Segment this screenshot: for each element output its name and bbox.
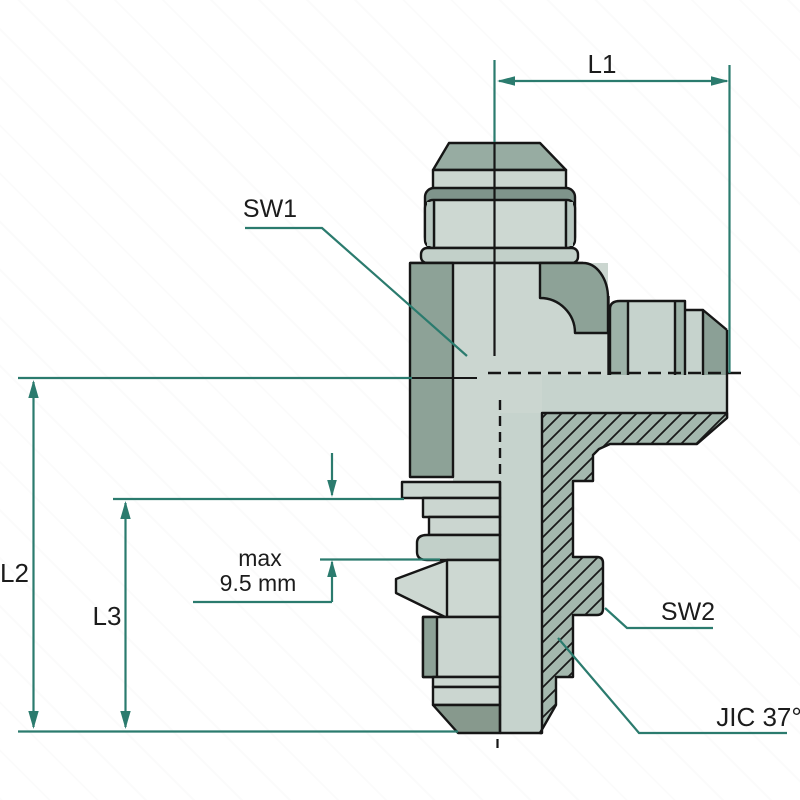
bulkhead-washer — [400, 480, 502, 500]
l2-arrow-top — [28, 380, 39, 398]
branch-band-thread — [685, 310, 703, 375]
label-l2: L2 — [0, 558, 29, 588]
label-jic-37: JIC 37° — [716, 702, 800, 732]
l3-arrow-top — [120, 501, 131, 519]
centerlines — [488, 143, 743, 748]
stem-thread-shaded — [421, 615, 439, 679]
section-hatch — [538, 411, 729, 735]
fitting-body-shapes — [394, 141, 729, 735]
half-section-boundary — [498, 482, 542, 735]
body-branch-shoulder — [538, 261, 610, 335]
max-arrow-up — [327, 560, 337, 577]
dimension-labels: L1 L2 L3 SW1 SW2 max 9.5 mm JIC 37° — [0, 49, 800, 732]
jic-leader-line — [557, 637, 787, 735]
l1-arrow-left — [497, 76, 515, 86]
top-hex-facet-left — [427, 202, 436, 246]
label-max-line1: max — [238, 545, 282, 571]
label-l3: L3 — [93, 601, 122, 631]
branch-bore — [542, 375, 727, 413]
vertical-bore — [500, 413, 542, 733]
label-l1: L1 — [588, 49, 617, 79]
label-max-line2: 9.5 mm — [220, 570, 297, 596]
label-sw2: SW2 — [661, 598, 715, 626]
label-sw1: SW1 — [243, 195, 297, 223]
top-port-thread-band — [431, 168, 568, 191]
branch-outline-edges — [608, 299, 729, 418]
top-port-hex-nut — [423, 198, 577, 250]
stem-band-2 — [427, 515, 502, 537]
sw2-leader-line — [604, 607, 713, 630]
top-port-nose-cone — [431, 141, 568, 172]
l2-arrow-bottom — [28, 711, 39, 729]
stem-collar — [415, 533, 502, 562]
branch-band-wide — [628, 301, 675, 375]
branch-band-narrow — [675, 301, 685, 375]
stem-band-1 — [421, 496, 502, 519]
dimension-lines — [18, 60, 787, 735]
top-hex-facet-right — [564, 202, 573, 246]
max-arrow-down — [327, 480, 337, 497]
l3-arrow-bottom — [120, 711, 131, 729]
stem-band-4 — [431, 685, 502, 707]
sw1-leader-line — [245, 226, 468, 357]
l1-arrow-right — [711, 76, 729, 86]
stem-band-3 — [431, 675, 502, 689]
branch-collar — [610, 301, 628, 375]
dimension-arrowheads — [28, 76, 729, 729]
top-port-flange — [419, 246, 580, 265]
bottom-nose-cone — [431, 703, 502, 735]
body-left-shaded-band — [408, 261, 455, 479]
